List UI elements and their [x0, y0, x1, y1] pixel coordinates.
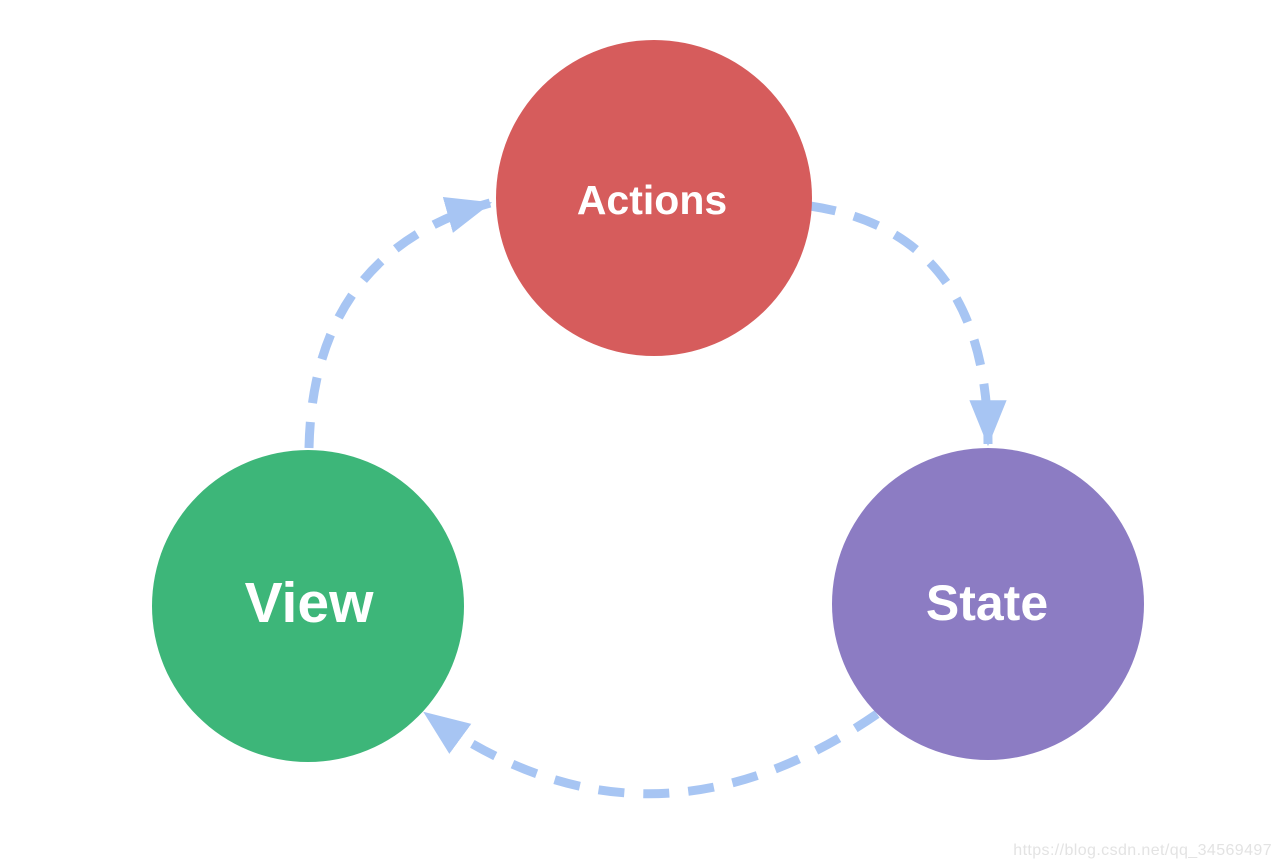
edge-state-to-view [422, 709, 880, 799]
edge-actions-to-state [809, 201, 1007, 447]
node-state-label: State [926, 575, 1048, 631]
node-view [152, 450, 464, 762]
node-state [832, 448, 1144, 760]
watermark-text: https://blog.csdn.net/qq_34569497 [1013, 842, 1272, 859]
node-view-label: View [245, 571, 375, 635]
node-actions [496, 40, 812, 356]
edge-view-to-actions [304, 197, 493, 449]
node-actions-label: Actions [577, 177, 727, 223]
